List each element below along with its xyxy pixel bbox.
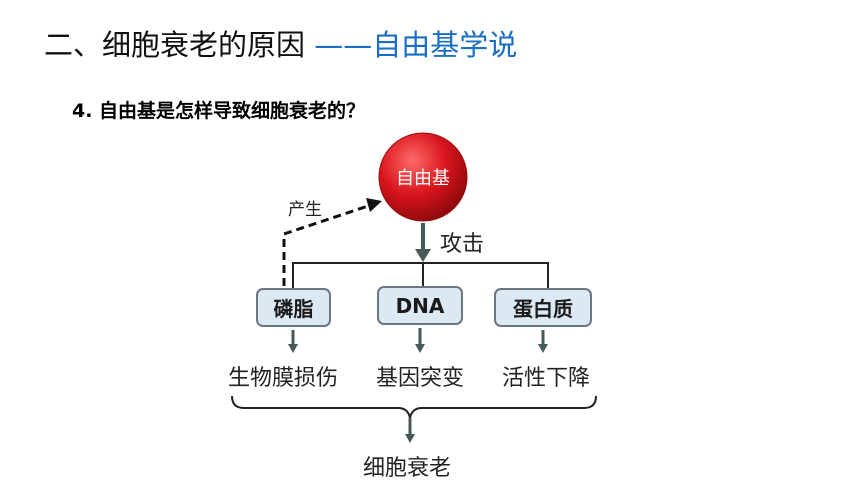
title-accent: ——自由基学说 <box>314 28 518 62</box>
result-cell-aging: 细胞衰老 <box>363 456 452 481</box>
produce-label: 产生 <box>288 200 322 220</box>
effect-gene-mutation: 基因突变 <box>376 366 465 391</box>
node-phospholipid: 磷脂 <box>256 288 331 327</box>
free-radical-label: 自由基 <box>396 168 450 189</box>
produce-arrow <box>282 202 375 286</box>
effect-membrane-damage: 生物膜损伤 <box>228 366 339 391</box>
free-radical-circle <box>378 132 468 222</box>
top-bracket <box>292 262 549 288</box>
arrowhead-dna <box>415 344 425 353</box>
question-text: 4. 自由基是怎样导致细胞衰老的？ <box>72 100 366 122</box>
effect-activity-decline: 活性下降 <box>502 366 591 391</box>
title-main: 二、细胞衰老的原因 <box>44 28 315 62</box>
bottom-brace <box>231 395 597 419</box>
page-title: 二、细胞衰老的原因 ——自由基学说 <box>44 22 517 64</box>
node-dna: DNA <box>377 286 463 325</box>
result-arrowhead <box>405 434 415 443</box>
attack-label: 攻击 <box>440 232 485 257</box>
arrowhead-phospholipid <box>288 344 298 353</box>
produce-arrowhead <box>366 198 382 212</box>
arrowhead-protein <box>538 344 548 353</box>
attack-arrowhead <box>415 249 431 262</box>
node-protein: 蛋白质 <box>494 288 592 327</box>
